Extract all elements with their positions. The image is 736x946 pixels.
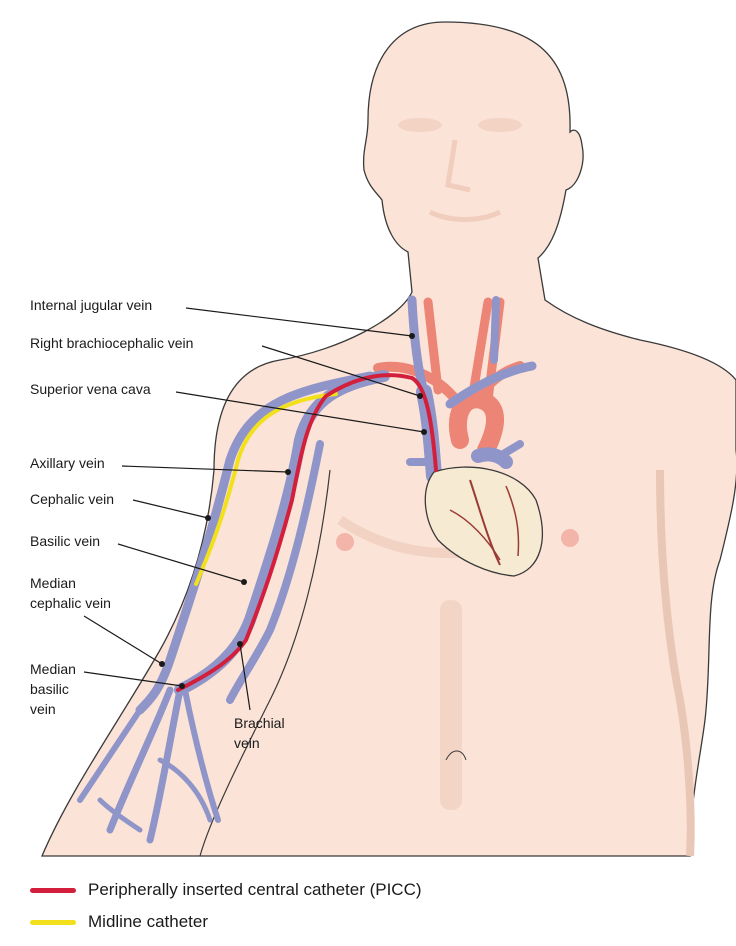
legend-item-midline: Midline catheter xyxy=(30,912,208,932)
label-brachial-vein-line1: Brachial xyxy=(234,714,285,732)
label-superior-vena-cava: Superior vena cava xyxy=(30,380,151,398)
body-silhouette xyxy=(42,22,736,856)
label-median-basilic-vein-line2: basilic xyxy=(30,680,69,698)
dot-axillary xyxy=(285,469,291,475)
label-median-basilic-vein-line3: vein xyxy=(30,700,56,718)
label-right-brachiocephalic-vein: Right brachiocephalic vein xyxy=(30,334,193,352)
legend-label-midline: Midline catheter xyxy=(88,912,208,932)
label-internal-jugular-vein: Internal jugular vein xyxy=(30,296,152,314)
label-median-basilic-vein-line1: Median xyxy=(30,660,76,678)
leader-median-cephalic xyxy=(84,616,162,664)
dot-brachial xyxy=(237,641,243,647)
pulmonary-vessel xyxy=(478,454,506,462)
abdomen-shade xyxy=(440,600,462,810)
label-axillary-vein: Axillary vein xyxy=(30,454,105,472)
label-brachial-vein-line2: vein xyxy=(234,734,260,752)
dot-median-basilic xyxy=(179,683,185,689)
nipple-left xyxy=(336,533,354,551)
legend-label-picc: Peripherally inserted central catheter (… xyxy=(88,880,422,900)
dot-brachiocephalic xyxy=(417,393,423,399)
dot-cephalic xyxy=(205,515,211,521)
eye-left xyxy=(398,118,442,132)
picc-swatch xyxy=(30,888,76,893)
label-median-cephalic-vein-line2: cephalic vein xyxy=(30,594,111,612)
dot-internal-jugular xyxy=(409,333,415,339)
nipple-right xyxy=(561,529,579,547)
legend-item-picc: Peripherally inserted central catheter (… xyxy=(30,880,422,900)
leader-internal-jugular xyxy=(186,308,412,336)
leader-cephalic xyxy=(133,500,208,518)
midline-swatch xyxy=(30,920,76,925)
left-jugular-vein-shape xyxy=(494,300,496,360)
dot-median-cephalic xyxy=(159,661,165,667)
dot-svc xyxy=(421,429,427,435)
label-basilic-vein: Basilic vein xyxy=(30,532,100,550)
dot-basilic xyxy=(241,579,247,585)
eye-right xyxy=(478,118,522,132)
label-cephalic-vein: Cephalic vein xyxy=(30,490,114,508)
torso-head-outline xyxy=(42,22,736,856)
label-median-cephalic-vein-line1: Median xyxy=(30,574,76,592)
